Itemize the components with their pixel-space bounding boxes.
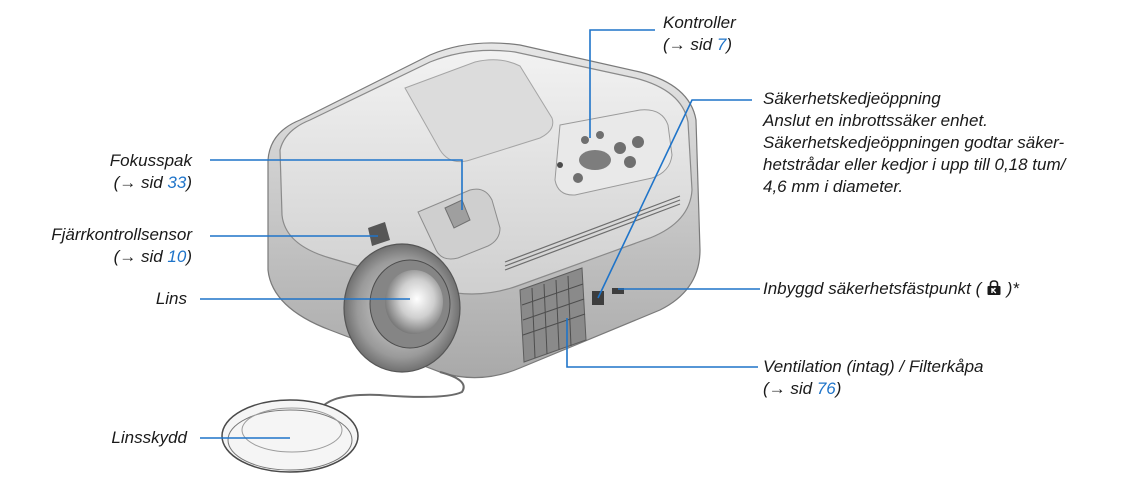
ventilation-title: Ventilation (intag) / Filterkåpa	[763, 357, 984, 376]
security-lock-slot	[612, 288, 624, 294]
sakerhetskedja-line-2: Anslut en inbrottssäker enhet.	[763, 111, 988, 130]
callout-lins: Lins	[156, 288, 187, 310]
callout-fokusspak: Fokusspak (→ sid 33)	[110, 150, 192, 194]
side-vent-slots	[504, 195, 681, 271]
fjarrkontrollsensor-title: Fjärrkontrollsensor	[51, 225, 192, 244]
filter-cover-vent	[519, 267, 587, 363]
kensington-lock-icon	[987, 280, 1001, 295]
focus-lever	[444, 199, 471, 229]
callout-kontroller: Kontroller (→ sid 7)	[663, 12, 736, 56]
filter-grid	[521, 275, 586, 359]
callout-fjarrkontrollsensor: Fjärrkontrollsensor (→ sid 10)	[51, 224, 192, 268]
fjarrkontrollsensor-page-link[interactable]: 10	[167, 247, 187, 266]
sakerhetsfastpunkt-prefix: Inbyggd säkerhetsfästpunkt (	[763, 279, 982, 298]
leader-sakerhetskedja	[597, 99, 752, 299]
sakerhetskedja-line-5: 4,6 mm i diameter.	[763, 177, 904, 196]
linsskydd-title: Linsskydd	[111, 428, 187, 447]
lens-cap-rim	[227, 409, 353, 471]
lens-cap-inner	[241, 407, 343, 453]
sakerhetskedja-line-1: Säkerhetskedjeöppning	[763, 89, 941, 108]
kontroller-ref: (→ sid 7)	[663, 35, 732, 54]
remote-sensor	[368, 222, 390, 246]
fokusspak-title: Fokusspak	[109, 151, 192, 170]
sakerhetsfastpunkt-suffix: )*	[1006, 279, 1020, 298]
fokusspak-page-link[interactable]: 33	[167, 173, 187, 192]
lins-title: Lins	[155, 289, 187, 308]
ventilation-ref: (→ sid 76)	[763, 379, 842, 398]
callout-sakerhetskedja: Säkerhetskedjeöppning Anslut en inbrotts…	[763, 88, 1065, 198]
leader-kontroller	[589, 29, 655, 138]
sakerhetskedja-line-3: Säkerhetskedjeöppningen godtar säker-	[763, 133, 1065, 152]
sakerhetskedja-line-4: hetstrådar eller kedjor i upp till 0,18 …	[763, 155, 1066, 174]
ventilation-page-link[interactable]: 76	[816, 379, 836, 398]
lens-cap	[221, 399, 359, 473]
leader-fokusspak	[210, 159, 463, 210]
lens-glass	[385, 270, 443, 334]
control-buttons	[557, 131, 644, 183]
callout-sakerhetsfastpunkt: Inbyggd säkerhetsfästpunkt ( )*	[763, 278, 1019, 300]
kontroller-title: Kontroller	[663, 13, 736, 32]
leader-lines	[200, 29, 760, 439]
callout-ventilation: Ventilation (intag) / Filterkåpa (→ sid …	[763, 356, 983, 400]
control-panel	[554, 109, 673, 196]
lens-cap-cord	[319, 371, 465, 411]
kontroller-page-link[interactable]: 7	[716, 35, 727, 54]
leader-ventilation	[566, 318, 758, 368]
fjarrkontrollsensor-ref: (→ sid 10)	[113, 247, 192, 266]
callout-linsskydd: Linsskydd	[111, 427, 187, 449]
fokusspak-ref: (→ sid 33)	[113, 173, 192, 192]
